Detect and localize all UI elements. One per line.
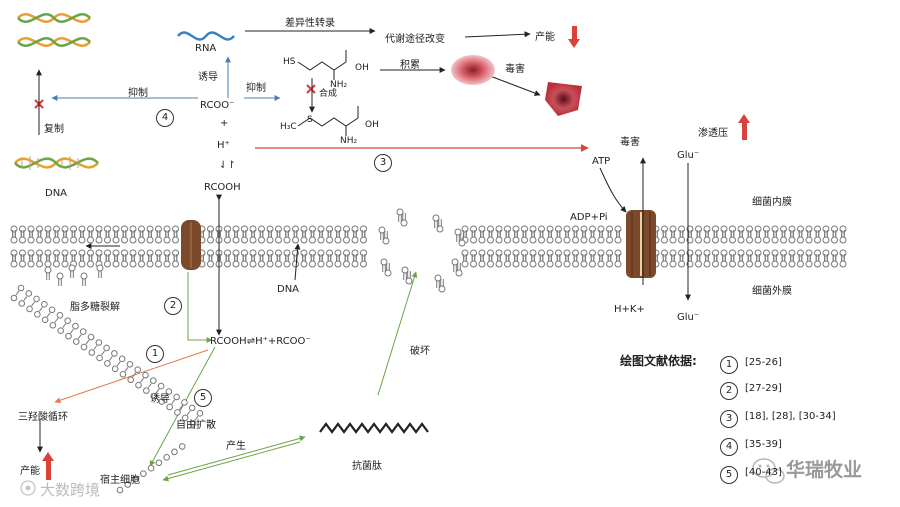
toxic-blob-1 [451,55,495,85]
label-dna-mid: DNA [277,284,300,295]
label-host-cell: 宿主细胞 [100,475,140,486]
label-metabolic-change: 代谢途径改变 [385,34,445,45]
label-hs: HS [283,57,296,67]
label-osmotic: 渗透压 [698,128,728,139]
label-ch3: H₃C [280,122,297,132]
ref-circle-4: 4 [720,438,738,456]
label-hk: H+K+ [614,304,645,315]
label-lps: 脂多糖裂解 [70,302,120,313]
label-inhibit-left: 抑制 [128,88,148,99]
rna-wave [177,31,235,41]
label-atp: ATP [592,156,611,167]
label-produce: 产生 [226,441,246,452]
label-antimicrobial: 抗菌肽 [352,461,382,472]
dna-helix-top [17,13,91,47]
label-destroy: 破坏 [410,346,430,357]
label-oh-top: OH [355,63,369,73]
ref-title: 绘图文献依据: [620,354,697,368]
arrow-toxic [489,75,541,96]
circle-3: 3 [374,154,392,172]
label-adp: ADP+Pi [570,212,608,223]
ref-circle-1: 1 [720,356,738,374]
ref-text-4: [35-39] [745,439,782,450]
label-accumulate: 积累 [400,60,420,71]
label-nh2-bot: NH₂ [340,136,358,146]
label-synth: 合成 [319,89,338,99]
label-nh2-top: NH₂ [330,80,348,90]
label-energy-bottom: 产能 [20,466,40,477]
ref-text-3: [18], [28], [30-34] [745,411,836,422]
ref-circle-5: 5 [720,466,738,484]
circle-1: 1 [146,345,164,363]
toxic-blob-2 [545,82,582,116]
label-diff-transcription: 差异性转录 [285,18,335,29]
arrow-dna-mid [294,243,301,281]
label-inhibit-mid: 抑制 [246,83,266,94]
label-glu-bot: Glu⁻ [677,312,700,323]
watermark-right: 华瑞牧业 [786,459,863,481]
ref-circle-2: 2 [720,382,738,400]
arrow-destroy [377,271,418,396]
label-plus: + [220,118,229,129]
cell-membrane [10,208,847,293]
label-toxic-top: 毒害 [505,64,525,75]
label-rcoo: RCOO⁻ [200,100,235,111]
arrow-equation-orange [54,349,209,404]
label-equation: RCOOH⇌H⁺+RCOO⁻ [210,336,311,347]
label-inner-membrane: 细菌内膜 [752,197,792,208]
label-energy-top: 产能 [535,32,555,43]
label-dna-left: DNA [45,188,68,199]
block-mark-synthesis [306,84,316,94]
ref-text-1: [25-26] [745,357,782,368]
ref-text-2: [27-29] [745,383,782,394]
energy-up-arrow [42,452,54,480]
circle-4: 4 [156,109,174,127]
arrow-atp [599,167,627,213]
label-equilibrium: ⇃↾ [219,160,236,171]
arrow-produce-return [162,441,301,482]
watermark-left: 大数跨境 [40,481,101,499]
label-free-diffusion: 自由扩散 [176,420,216,431]
host-cell-membrane [10,284,204,494]
arrow-free-diffusion [149,346,216,467]
label-rna: RNA [195,43,217,54]
watermark-logo-icon [20,480,36,496]
wechat-icon [752,458,785,484]
ref-text-5: [40-43] [745,467,782,478]
label-s: S [307,115,313,125]
label-rcooh: RCOOH [204,182,241,193]
label-tca: 三羟酸循环 [18,412,68,423]
cysteine-structure [297,50,347,80]
label-induce-top: 诱导 [198,72,218,83]
arrow-metabolic [464,31,531,38]
circle-5: 5 [194,389,212,407]
label-oh-bot: OH [365,120,379,130]
label-hplus: H⁺ [217,140,230,151]
methionine-structure [297,106,359,136]
label-outer-membrane: 细菌外膜 [752,286,792,297]
label-toxic-right: 毒害 [620,137,640,148]
circle-2: 2 [164,297,182,315]
dna-helix-left [14,156,99,170]
label-glu-top: Glu⁻ [677,150,700,161]
energy-down-arrow [568,26,580,48]
label-induce-bottom: 诱导 [150,394,170,405]
antimicrobial-peptide [319,422,429,434]
arrow-produce [167,435,306,476]
arrow-channel-green [187,272,213,343]
ref-circle-3: 3 [720,410,738,428]
label-replicate: 复制 [44,124,64,135]
osmotic-up-arrow [738,114,750,140]
